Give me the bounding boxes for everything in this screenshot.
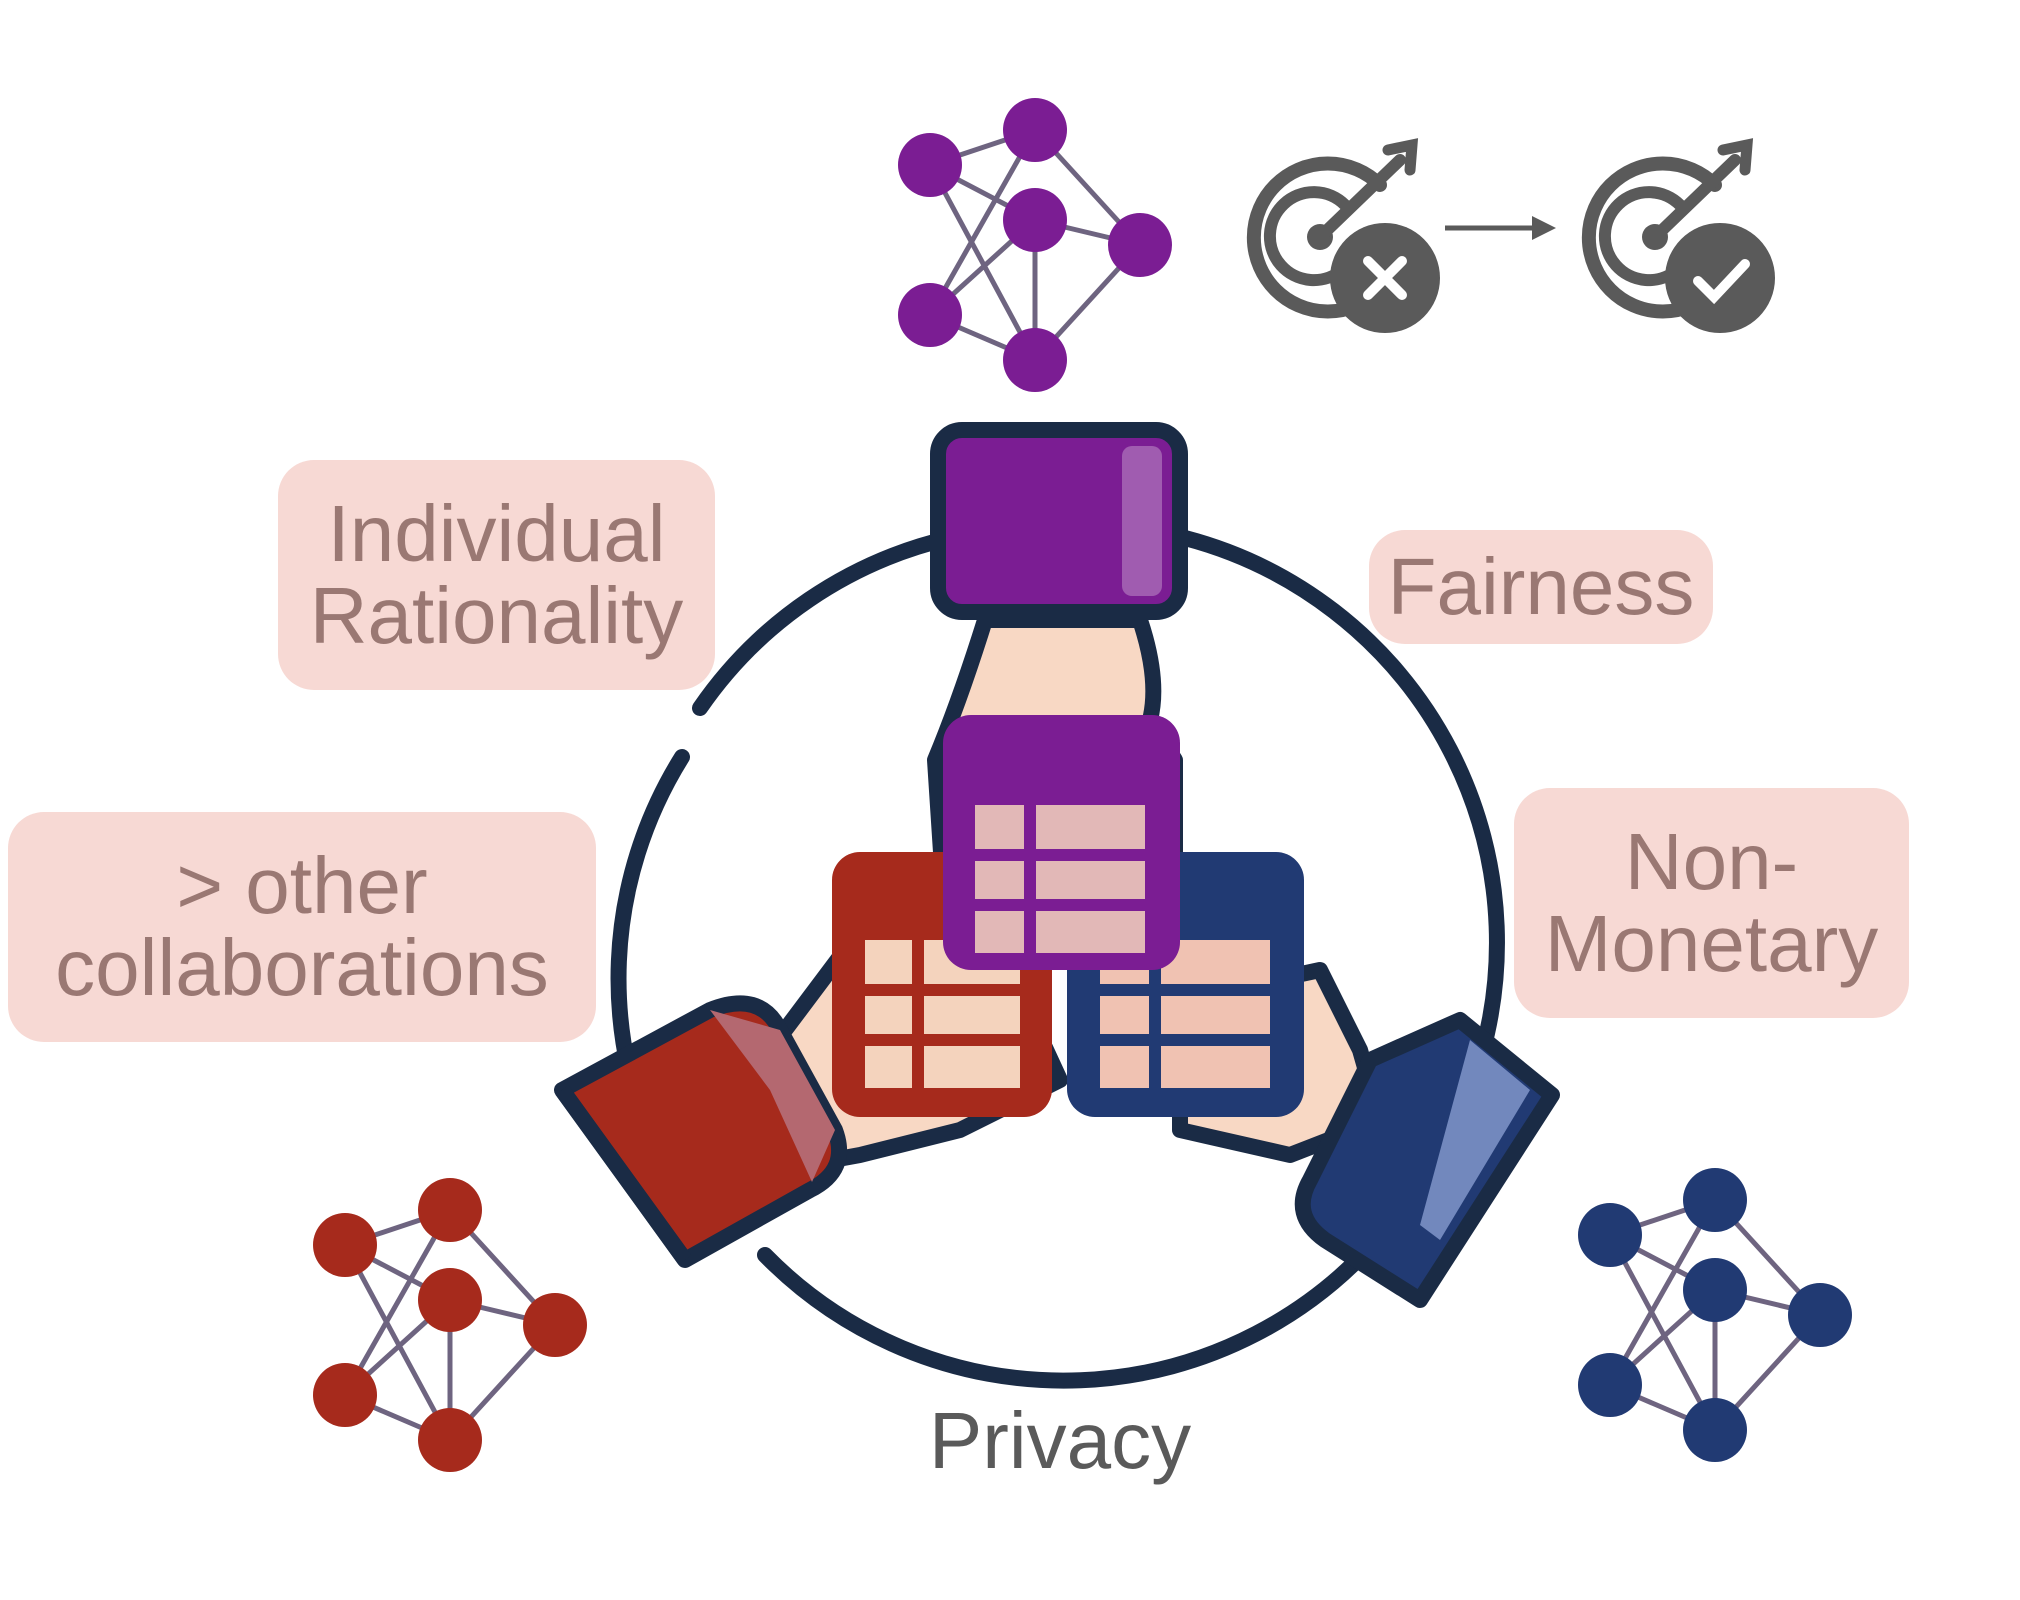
non-monetary-line1: Non- [1624, 817, 1799, 907]
neural-network-icon-red [313, 1178, 587, 1472]
network-node [313, 1363, 377, 1427]
network-node [1683, 1258, 1747, 1322]
individual-rationality-line2: Rationality [309, 571, 684, 660]
network-node [523, 1293, 587, 1357]
target-miss-icon [1246, 138, 1440, 333]
network-node [1578, 1203, 1642, 1267]
other-collaborations-label: > other collaborations [8, 812, 596, 1042]
network-node [1003, 328, 1067, 392]
network-node [1003, 98, 1067, 162]
network-node [1578, 1353, 1642, 1417]
network-edge [1607, 1233, 1718, 1432]
arrow-right-icon [1445, 216, 1556, 240]
non-monetary-label: Non- Monetary [1514, 788, 1909, 1018]
network-edge [927, 163, 1038, 362]
network-node [1108, 213, 1172, 277]
neural-network-icon-purple [898, 98, 1172, 392]
network-node [1683, 1168, 1747, 1232]
network-node [313, 1213, 377, 1277]
network-edge [927, 128, 1038, 317]
network-node [418, 1408, 482, 1472]
fairness-label: Fairness [1369, 530, 1713, 644]
neural-network-icon-blue [1578, 1168, 1852, 1462]
network-node [898, 283, 962, 347]
individual-rationality-label: Individual Rationality [278, 460, 715, 690]
network-node [898, 133, 962, 197]
network-node [1788, 1283, 1852, 1347]
network-node [418, 1268, 482, 1332]
network-node [1003, 188, 1067, 252]
network-node [418, 1178, 482, 1242]
individual-rationality-line1: Individual [327, 489, 666, 579]
target-hit-icon [1581, 138, 1775, 333]
fairness-text: Fairness [1387, 542, 1695, 632]
data-table-icon-purple [943, 715, 1180, 970]
non-monetary-line2: Monetary [1544, 899, 1879, 988]
other-collaborations-line2: collaborations [55, 923, 549, 1012]
network-edge [342, 1208, 453, 1397]
privacy-label: Privacy [928, 1396, 1192, 1485]
other-collaborations-line1: > other [176, 841, 428, 931]
network-edge [1607, 1198, 1718, 1387]
network-edge [342, 1243, 453, 1442]
network-node [1683, 1398, 1747, 1462]
